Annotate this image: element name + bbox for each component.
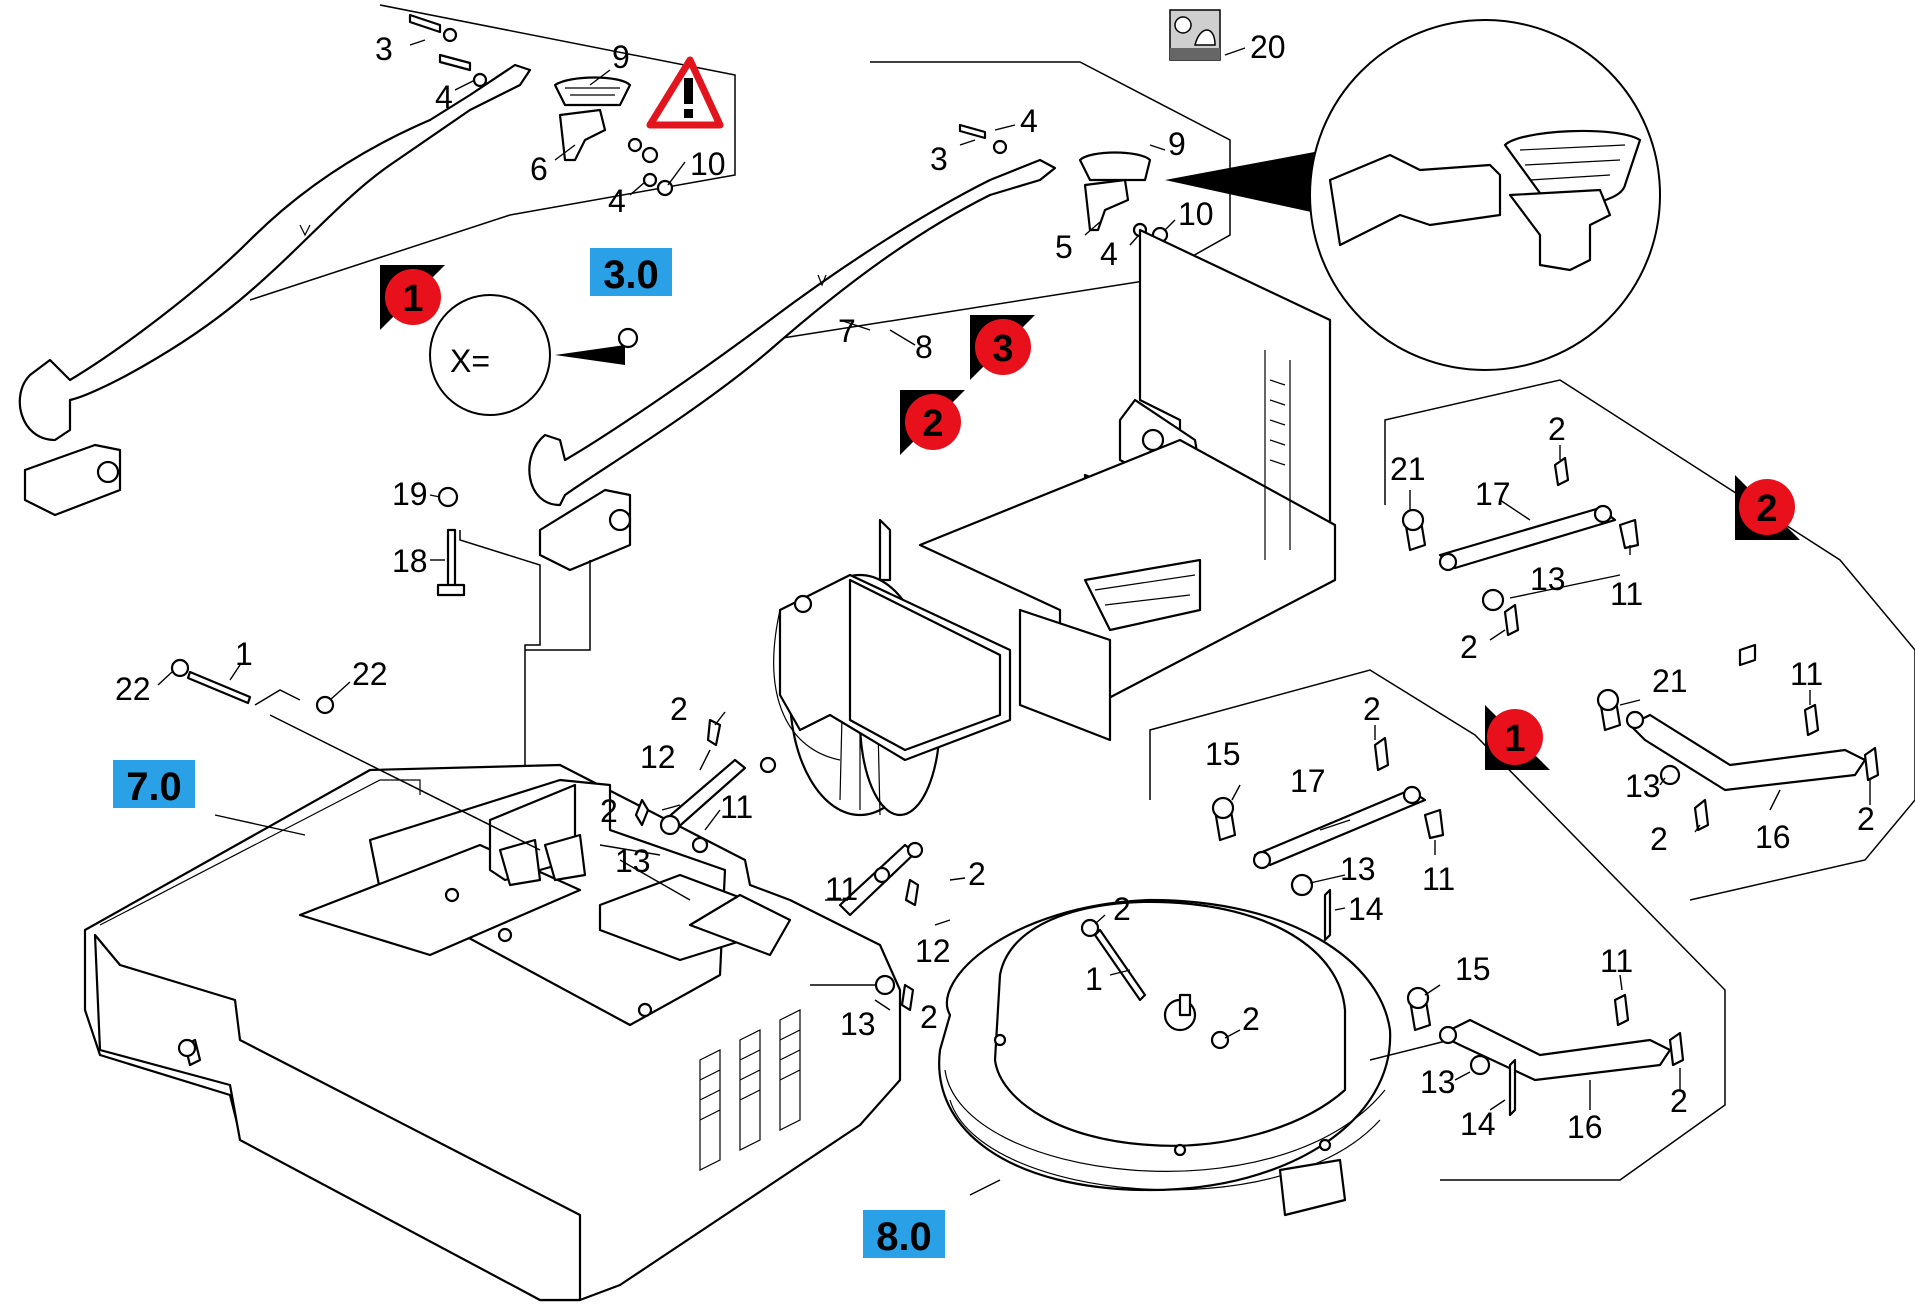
part-number: 4	[1020, 103, 1038, 139]
part-number: 13	[615, 843, 651, 879]
part-number: 11	[1610, 576, 1643, 612]
upper-left-handle-assembly	[18, 4, 736, 517]
decal-icon	[1169, 9, 1221, 61]
part-number: 2	[968, 856, 986, 892]
part-number: 2	[1670, 1083, 1688, 1119]
part-number: 11	[1422, 861, 1455, 897]
part-number: 14	[1348, 891, 1384, 927]
part-number: 11	[1600, 943, 1633, 979]
part-number: 16	[1567, 1109, 1603, 1145]
part-number: 11	[1790, 656, 1823, 692]
part-number: 2	[920, 999, 938, 1035]
part-number: 5	[1055, 229, 1073, 265]
detail-callout: X=	[429, 294, 639, 416]
part-number: 2	[1548, 411, 1566, 447]
part-number: 9	[1168, 126, 1186, 162]
part-number: 14	[1460, 1106, 1496, 1142]
part-number: 6	[530, 151, 548, 187]
reference-box-3-0: 3.0	[590, 248, 672, 297]
part-number: 2	[670, 691, 688, 727]
right-upper-panel	[1384, 379, 1915, 901]
part-number: 12	[640, 739, 676, 775]
part-number: 8	[915, 329, 933, 365]
reference-box-7-0: 7.0	[113, 760, 195, 809]
part-number: 4	[608, 183, 626, 219]
part-number: 18	[392, 543, 428, 579]
position-marker: 2	[900, 390, 965, 455]
part-number: 11	[825, 871, 858, 907]
part-number: 7	[838, 313, 856, 349]
part-labels-right-lower: 2 15 17 13 11 14 2 1 2 15 11 13 14 16 2	[1085, 691, 1688, 1145]
part-number: 3	[375, 31, 393, 67]
part-number: 16	[1755, 819, 1791, 855]
part-number: 2	[1113, 891, 1131, 927]
warning-triangle-icon	[646, 56, 724, 129]
part-number: 1	[235, 636, 253, 672]
main-brush-housing	[83, 658, 902, 1302]
part-number: 17	[1290, 763, 1326, 799]
center-linkage	[599, 711, 966, 1012]
position-marker: 1	[1485, 705, 1550, 770]
part-number: 2	[1857, 801, 1875, 837]
position-marker: 3	[970, 315, 1035, 380]
part-number: 15	[1455, 951, 1491, 987]
part-number: 17	[1475, 476, 1511, 512]
reference-box-label: 8.0	[876, 1215, 932, 1259]
detail-callout-label: X=	[450, 343, 490, 379]
reference-box-label: 3.0	[603, 253, 659, 297]
part-number: 13	[1340, 851, 1376, 887]
detail-magnifier-circle	[1309, 19, 1661, 371]
part-number: 13	[1625, 768, 1661, 804]
part-labels-right-upper: 2 21 17 11 13 2 21 11 13 2 16 2	[1390, 411, 1875, 857]
part-number: 11	[720, 789, 753, 825]
part-number: 13	[840, 1006, 876, 1042]
part-number: 20	[1250, 29, 1286, 65]
part-number: 2	[1650, 821, 1668, 857]
part-number: 22	[115, 671, 151, 707]
part-number: 2	[1242, 1001, 1260, 1037]
central-chassis	[773, 228, 1337, 817]
reference-box-label: 7.0	[126, 765, 182, 809]
svg-text:1: 1	[402, 278, 423, 320]
part-number: 21	[1652, 663, 1688, 699]
main-handle-assembly	[528, 9, 1325, 572]
part-number: 2	[1460, 629, 1478, 665]
part-labels-upper-left: 3 9 4 6 10 4	[375, 31, 726, 219]
part-number: 3	[930, 141, 948, 177]
part-number: 22	[352, 656, 388, 692]
svg-text:3: 3	[992, 328, 1013, 370]
part-labels-main-body: 22 1 22 2 12 2 11 13 11 2 12 13 2	[115, 636, 986, 1042]
position-marker: 1	[380, 265, 445, 330]
svg-text:2: 2	[922, 403, 943, 445]
part-number: 4	[435, 79, 453, 115]
reference-box-8-0: 8.0	[863, 1210, 945, 1259]
part-number: 21	[1390, 451, 1426, 487]
right-lower-panel	[1149, 669, 1726, 1181]
side-brush-housing	[938, 898, 1392, 1217]
part-labels-handle-base: 19 18	[392, 476, 428, 579]
position-marker: 2	[1735, 475, 1800, 540]
part-number: 2	[1363, 691, 1381, 727]
handle-base-bolts	[429, 486, 591, 870]
part-number: 9	[612, 39, 630, 75]
part-labels-handle: 20 4 3 9 10 5 4 7 8	[838, 29, 1286, 365]
part-number: 12	[915, 933, 951, 969]
part-number: 10	[690, 146, 726, 182]
part-number: 2	[600, 793, 618, 829]
part-number: 13	[1420, 1064, 1456, 1100]
part-number: 1	[1085, 961, 1103, 997]
part-number: 15	[1205, 736, 1241, 772]
part-number: 19	[392, 476, 428, 512]
svg-text:2: 2	[1756, 488, 1777, 530]
part-number: 4	[1100, 236, 1118, 272]
part-number: 13	[1530, 561, 1566, 597]
part-number: 10	[1178, 196, 1214, 232]
svg-text:1: 1	[1504, 718, 1525, 760]
